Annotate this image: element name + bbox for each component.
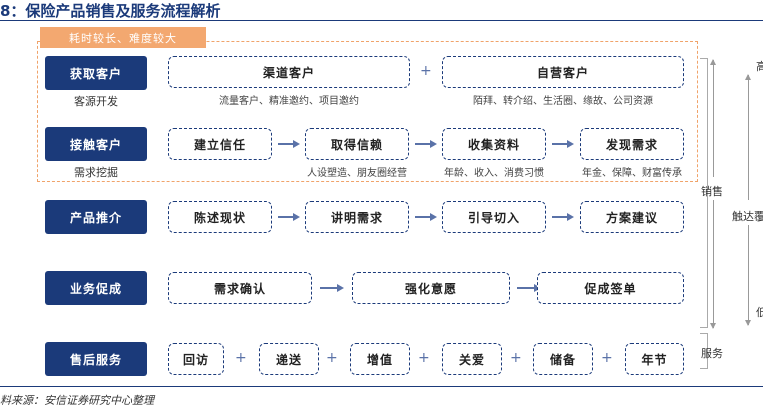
arrow-right-icon: [415, 139, 437, 149]
sales-arrow-down-icon: [710, 200, 716, 329]
stage-contact-sub: 需求挖掘: [74, 166, 118, 179]
node-guide-entry: 引导切入: [442, 201, 546, 233]
node-explain-needs: 讲明需求: [305, 201, 409, 233]
title-rule: [0, 20, 763, 21]
stage-acquire-sub: 客源开发: [74, 95, 118, 108]
node-find-needs-sub: 年金、保障、财富传承: [582, 168, 682, 179]
focus-tag: 耗时较长、难度较大: [40, 27, 206, 48]
plus-icon: +: [418, 350, 430, 366]
node-holiday: 年节: [625, 343, 684, 375]
stage-after: 售后服务: [45, 342, 147, 376]
arrow-right-icon: [552, 139, 574, 149]
node-channel-customer: 渠道客户: [168, 56, 410, 88]
node-find-needs: 发现需求: [580, 128, 684, 160]
stage-contact: 接触客户: [45, 127, 147, 161]
footer-rule: [0, 386, 763, 387]
node-plan-advice: 方案建议: [580, 201, 684, 233]
arrow-right-icon: [552, 212, 574, 222]
plus-icon: +: [601, 350, 613, 366]
side-label-low: 低: [756, 306, 763, 319]
stage-close: 业务促成: [45, 271, 147, 305]
node-strengthen-will: 强化意愿: [352, 272, 510, 304]
side-label-reach: 触达覆: [732, 210, 763, 223]
arrow-right-icon: [320, 283, 344, 293]
plus-icon: +: [326, 350, 338, 366]
node-collect-info-sub: 年龄、收入、消费习惯: [444, 168, 544, 179]
plus-icon: +: [510, 350, 522, 366]
stage-recommend: 产品推介: [45, 200, 147, 234]
plus-icon: +: [420, 63, 432, 79]
arrow-right-icon: [415, 212, 437, 222]
node-channel-customer-sub: 流量客户、精准邀约、项目邀约: [219, 96, 359, 107]
plus-icon: +: [235, 350, 247, 366]
side-label-high: 高: [756, 60, 763, 73]
node-reserve: 储备: [533, 343, 593, 375]
node-return-visit: 回访: [168, 343, 224, 375]
sales-bracket: [700, 58, 708, 328]
sales-arrow-up-icon: [710, 59, 716, 177]
node-delivery: 递送: [259, 343, 319, 375]
arrow-right-icon: [278, 139, 300, 149]
node-close-deal: 促成签单: [537, 272, 684, 304]
stage-acquire: 获取客户: [45, 56, 147, 90]
node-build-trust: 建立信任: [168, 128, 272, 160]
node-gain-reliance-sub: 人设塑造、朋友圈经营: [307, 168, 407, 179]
focus-region: [37, 41, 698, 182]
side-label-service: 服务: [701, 347, 723, 360]
service-bracket: [700, 333, 708, 369]
node-state-situation: 陈述现状: [168, 201, 272, 233]
arrow-right-icon: [278, 212, 300, 222]
node-own-customer-sub: 陌拜、转介绍、生活圈、缘故、公司资源: [473, 96, 653, 107]
source-note: 料来源：安信证券研究中心整理: [0, 394, 154, 407]
side-label-sales: 销售: [701, 185, 723, 198]
node-care: 关爱: [442, 343, 502, 375]
figure-title: 8：保险产品销售及服务流程解析: [0, 2, 221, 20]
node-gain-reliance: 取得信赖: [305, 128, 409, 160]
node-confirm-needs: 需求确认: [168, 272, 312, 304]
node-value-added: 增值: [350, 343, 410, 375]
reach-arrow-up-icon: [745, 74, 751, 200]
node-collect-info: 收集资料: [442, 128, 546, 160]
node-own-customer: 自营客户: [442, 56, 684, 88]
reach-arrow-down-icon: [745, 225, 751, 326]
